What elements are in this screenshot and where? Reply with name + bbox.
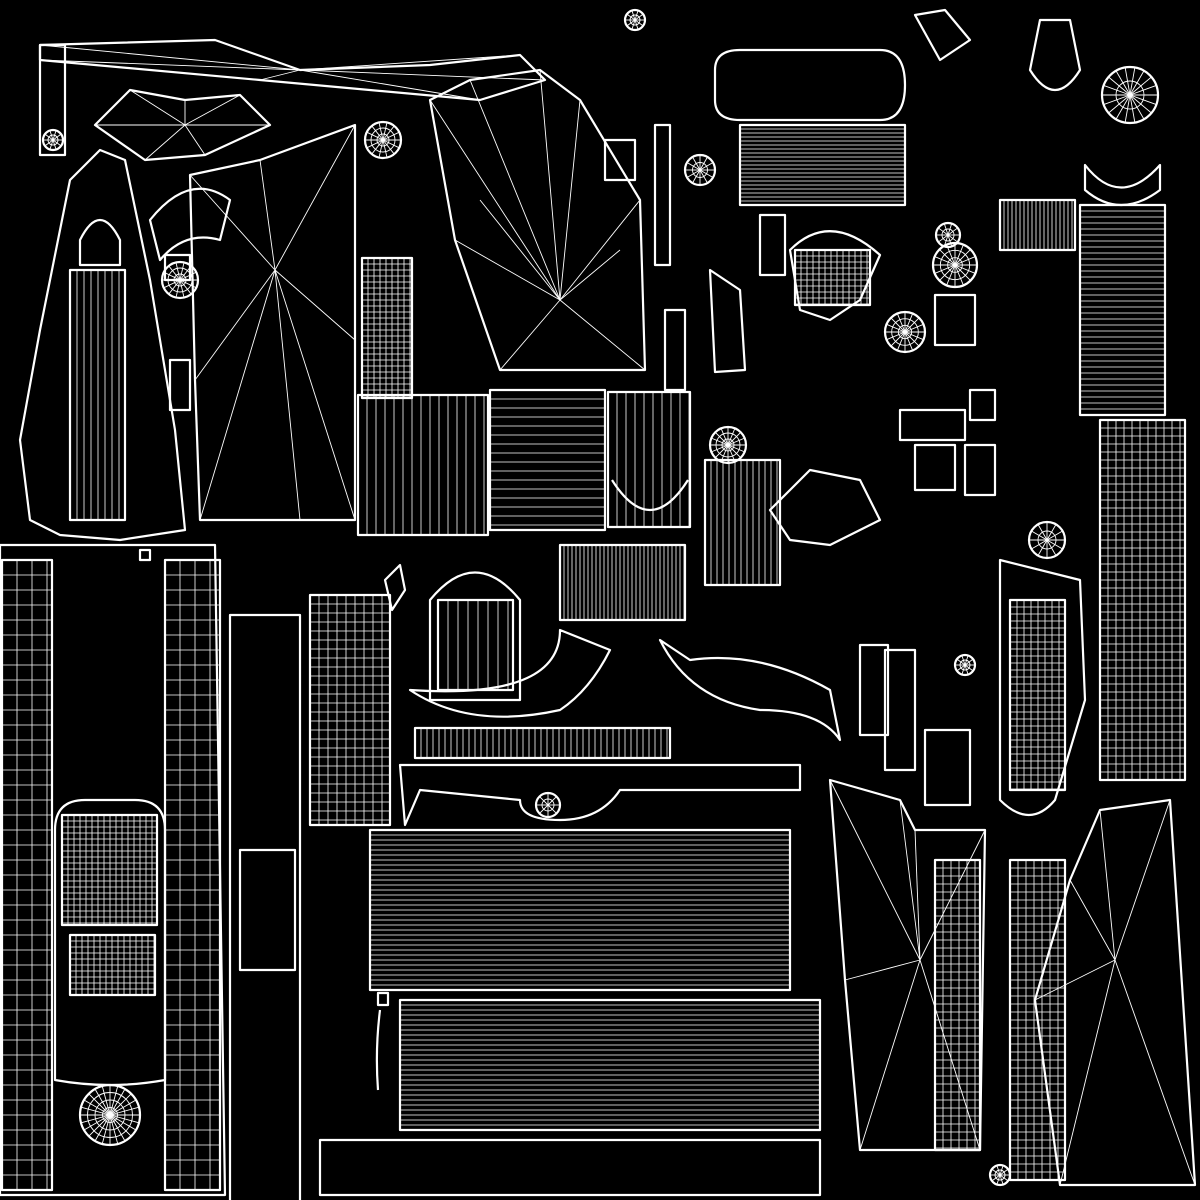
hammer-grid — [793, 248, 872, 307]
frame-curve-left — [408, 628, 612, 718]
screw-ring-3 — [708, 425, 748, 465]
hammer-spur — [148, 187, 232, 262]
small-part-8 — [933, 293, 977, 347]
screw-ring-1 — [883, 310, 927, 354]
frame-upper-plate — [38, 38, 547, 102]
small-part-5 — [913, 443, 957, 492]
slide-bottom-inner-a — [60, 813, 159, 927]
small-part-10 — [163, 253, 192, 282]
small-part-11 — [168, 358, 192, 412]
frame-arch — [428, 571, 522, 702]
long-right-column — [1098, 418, 1187, 782]
slide-bottom-outline — [0, 543, 227, 1197]
small-part-3 — [923, 728, 972, 807]
top-tab — [913, 8, 972, 62]
small-part-4 — [898, 408, 967, 442]
frame-curve-right — [658, 638, 842, 742]
frame-arch-grid — [436, 598, 515, 692]
slide-bottom-grid-2 — [163, 558, 222, 1192]
ejector-rod — [228, 613, 302, 1200]
cylinder-capsule — [713, 48, 907, 122]
small-part-15 — [376, 991, 390, 1007]
trigger-guard-strip — [360, 256, 414, 400]
grip-panel-large — [428, 68, 647, 372]
slide-left-nose — [78, 219, 122, 267]
slide-left-core — [68, 268, 127, 522]
barrel-body-upper — [368, 828, 792, 992]
slide-bottom-cutout — [53, 798, 167, 1087]
barrel-body-lower — [398, 998, 822, 1132]
cam-wedge — [768, 468, 882, 547]
slide-bottom-grid — [0, 558, 54, 1192]
frame-rail — [413, 726, 672, 760]
top-fan-right — [1100, 65, 1160, 125]
grip-right-hatch — [1008, 858, 1067, 1182]
small-part-12 — [653, 123, 672, 267]
slide-bottom-inner-b — [68, 933, 157, 997]
small-ring-d — [1027, 520, 1067, 560]
slide-rail-long — [398, 763, 802, 827]
small-ring-a — [953, 653, 977, 677]
bent-lever — [708, 268, 747, 374]
small-part-14 — [138, 548, 152, 562]
barrel-block-right — [606, 390, 692, 529]
hammer-head — [788, 230, 882, 322]
top-crescent — [1028, 18, 1082, 91]
pin-hook — [383, 563, 407, 612]
small-part-2 — [883, 648, 917, 772]
grip-strap — [998, 558, 1087, 816]
slide-bottom-muzzle — [78, 1083, 142, 1147]
barrel-side-left — [308, 593, 392, 827]
grip-strap-hatch — [1008, 598, 1067, 792]
hinge-ring-a — [363, 120, 403, 160]
spring-arc — [375, 1009, 382, 1091]
small-part-7 — [968, 388, 997, 422]
small-part-9 — [758, 213, 787, 277]
frame-block-top — [558, 543, 687, 622]
top-badge — [623, 8, 647, 32]
grip-left-panel — [828, 778, 987, 1152]
hinge-part-a — [93, 88, 272, 162]
grip-screw — [988, 1163, 1012, 1187]
small-part-6 — [963, 443, 997, 497]
small-ring-c — [683, 153, 717, 187]
right-column-upper — [1078, 203, 1167, 417]
barrel-block-right-arc — [611, 479, 689, 511]
small-part-16 — [663, 308, 687, 392]
screw-ring-2 — [931, 241, 979, 289]
grip-left-hatch — [933, 858, 982, 1152]
right-strip-top — [998, 198, 1077, 252]
barrel-block-left — [356, 393, 490, 537]
cylinder-band — [738, 123, 907, 207]
grip-right-panel — [1033, 798, 1197, 1187]
ejector-rod-block — [238, 848, 297, 972]
slide-left-outline — [18, 148, 187, 542]
frame-side-panel — [188, 123, 357, 522]
small-ring-b — [934, 221, 962, 249]
barrel-block-mid — [488, 388, 607, 532]
small-part-13 — [603, 138, 637, 182]
barrel-bottom-strip — [318, 1138, 822, 1197]
small-part-1 — [858, 643, 890, 737]
right-crescent — [1083, 163, 1162, 207]
rail-ellipse — [534, 791, 562, 819]
trigger-shoe — [703, 458, 782, 587]
slide-left-ring — [41, 128, 65, 152]
